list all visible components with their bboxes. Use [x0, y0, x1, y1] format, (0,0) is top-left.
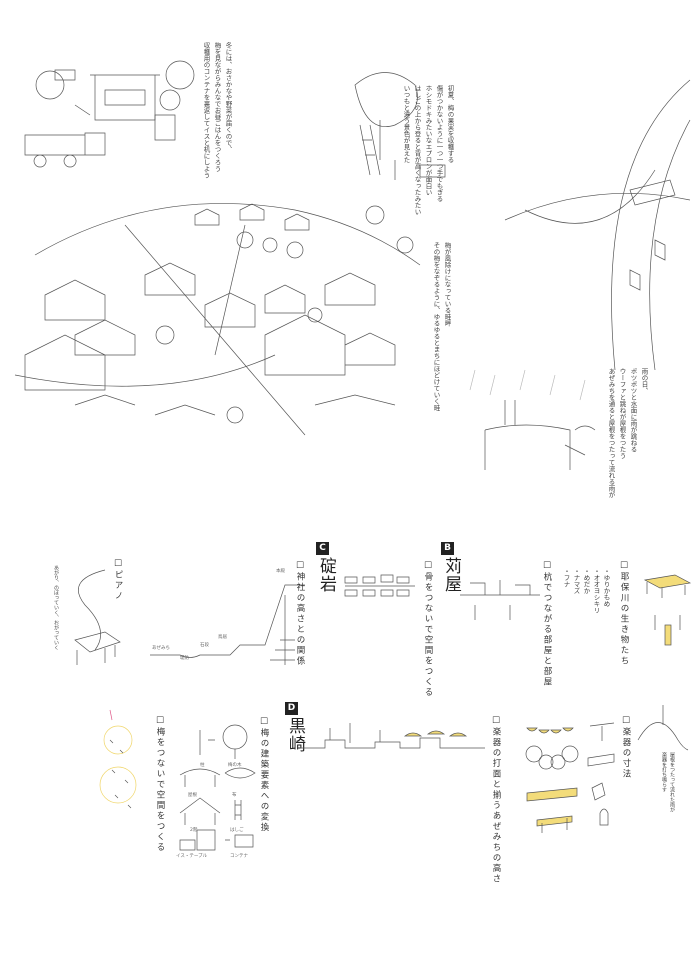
market-stall-sketch — [24, 60, 195, 168]
rain-scene-sketch — [469, 369, 596, 470]
village-aerial-sketch — [14, 203, 421, 436]
instrument-sketches — [525, 722, 615, 833]
pile-rooms-section — [460, 580, 540, 620]
conversion-item: はしご — [230, 828, 244, 833]
creatures-title: □耶保川の生き物たち — [619, 560, 629, 667]
creature-item: ・ナマズ — [572, 568, 580, 594]
table-sketch — [643, 574, 692, 646]
section-b-badge: B — [441, 542, 454, 555]
piano-label: 鳥居 — [218, 635, 227, 640]
piano-caption: あがり、のぼっていく、おがっていく — [53, 565, 59, 650]
winter-story: 冬には、おさかなや野菜が届くので、 梅を見ながらみんなでお昼ごはんをつくろう 収… — [202, 42, 232, 179]
instruments-subtitle: □楽器の打面と揃うあぜみちの高さ — [491, 715, 501, 885]
shrine-height-section — [150, 584, 305, 665]
section-d-subtitle: □梅の建築要素への変換 — [259, 716, 269, 833]
piano-sketch — [74, 569, 121, 665]
conversion-item: コンテナ — [230, 854, 248, 859]
conversion-item: 柱 — [200, 763, 205, 768]
conversion-item: 屋根 — [188, 793, 197, 798]
section-d-subtitle-2: □梅をつないで空間をつくる — [155, 715, 165, 853]
creature-item: ・めだか — [582, 568, 590, 594]
yellow-circles-sketch — [99, 709, 137, 809]
piano-label: 堤防 — [180, 656, 189, 661]
piano-title: □ピアノ — [113, 558, 123, 602]
frame-sketch — [344, 574, 415, 597]
conversion-item: 2階 — [190, 828, 198, 833]
creature-item: ・オオヨシキリ — [592, 568, 600, 614]
levee-story: 梅が風除けになっている畦畔 その梅をなぞるように、ゆるゆるとまちにほどけていく畦 — [432, 242, 451, 411]
section-c-name: 碇岩 — [316, 557, 336, 593]
road-perspective-sketch — [504, 79, 691, 371]
conversion-item: 布 — [232, 793, 237, 798]
section-d-name: 黒崎 — [285, 717, 305, 753]
section-c-subtitle: □神社の高さとの関係 — [295, 560, 305, 667]
mountain-sketch — [637, 705, 689, 751]
plum-conversion-sketch — [179, 724, 256, 851]
piano-label: 石段 — [200, 643, 209, 648]
section-b-subtitle-2: □杭でつながる部屋と部屋 — [542, 560, 552, 688]
piano-label: あぜみち — [152, 646, 170, 651]
summer-story: 初夏、梅の果実を収穫する 傷がつかないように一つ一つ手でもぎる ホシモドキみたい… — [402, 85, 454, 215]
creature-item: ・ゆりかもめ — [602, 568, 610, 607]
piano-label: 本殿 — [276, 569, 285, 574]
conversion-item: イス・テーブル — [176, 854, 208, 859]
section-b-name: 苅屋 — [441, 557, 461, 593]
creatures-list: ・ゆりかもめ ・オオヨシキリ ・めだか ・ナマズ ・フナ — [562, 568, 610, 614]
instruments-caption: 屋根をつたって流れた雨が 楽器を打ち鳴らす — [661, 752, 675, 812]
section-c-badge: C — [316, 542, 329, 555]
levee-timeline-section — [300, 723, 485, 749]
instruments-title: □楽器の寸法 — [621, 715, 631, 780]
conversion-item: 梅の木 — [228, 763, 242, 768]
rainy-day-story: 雨の日、 ポツポツと水面に雨が跳ねる ウーファと跳ねが屋根をつたう あぜみちを通… — [607, 368, 648, 498]
section-d-badge: D — [285, 702, 298, 715]
section-b-subtitle: □骨をつないで空間をつくる — [423, 560, 433, 698]
creature-item: ・フナ — [562, 568, 570, 588]
harvest-tree-sketch — [354, 72, 446, 180]
